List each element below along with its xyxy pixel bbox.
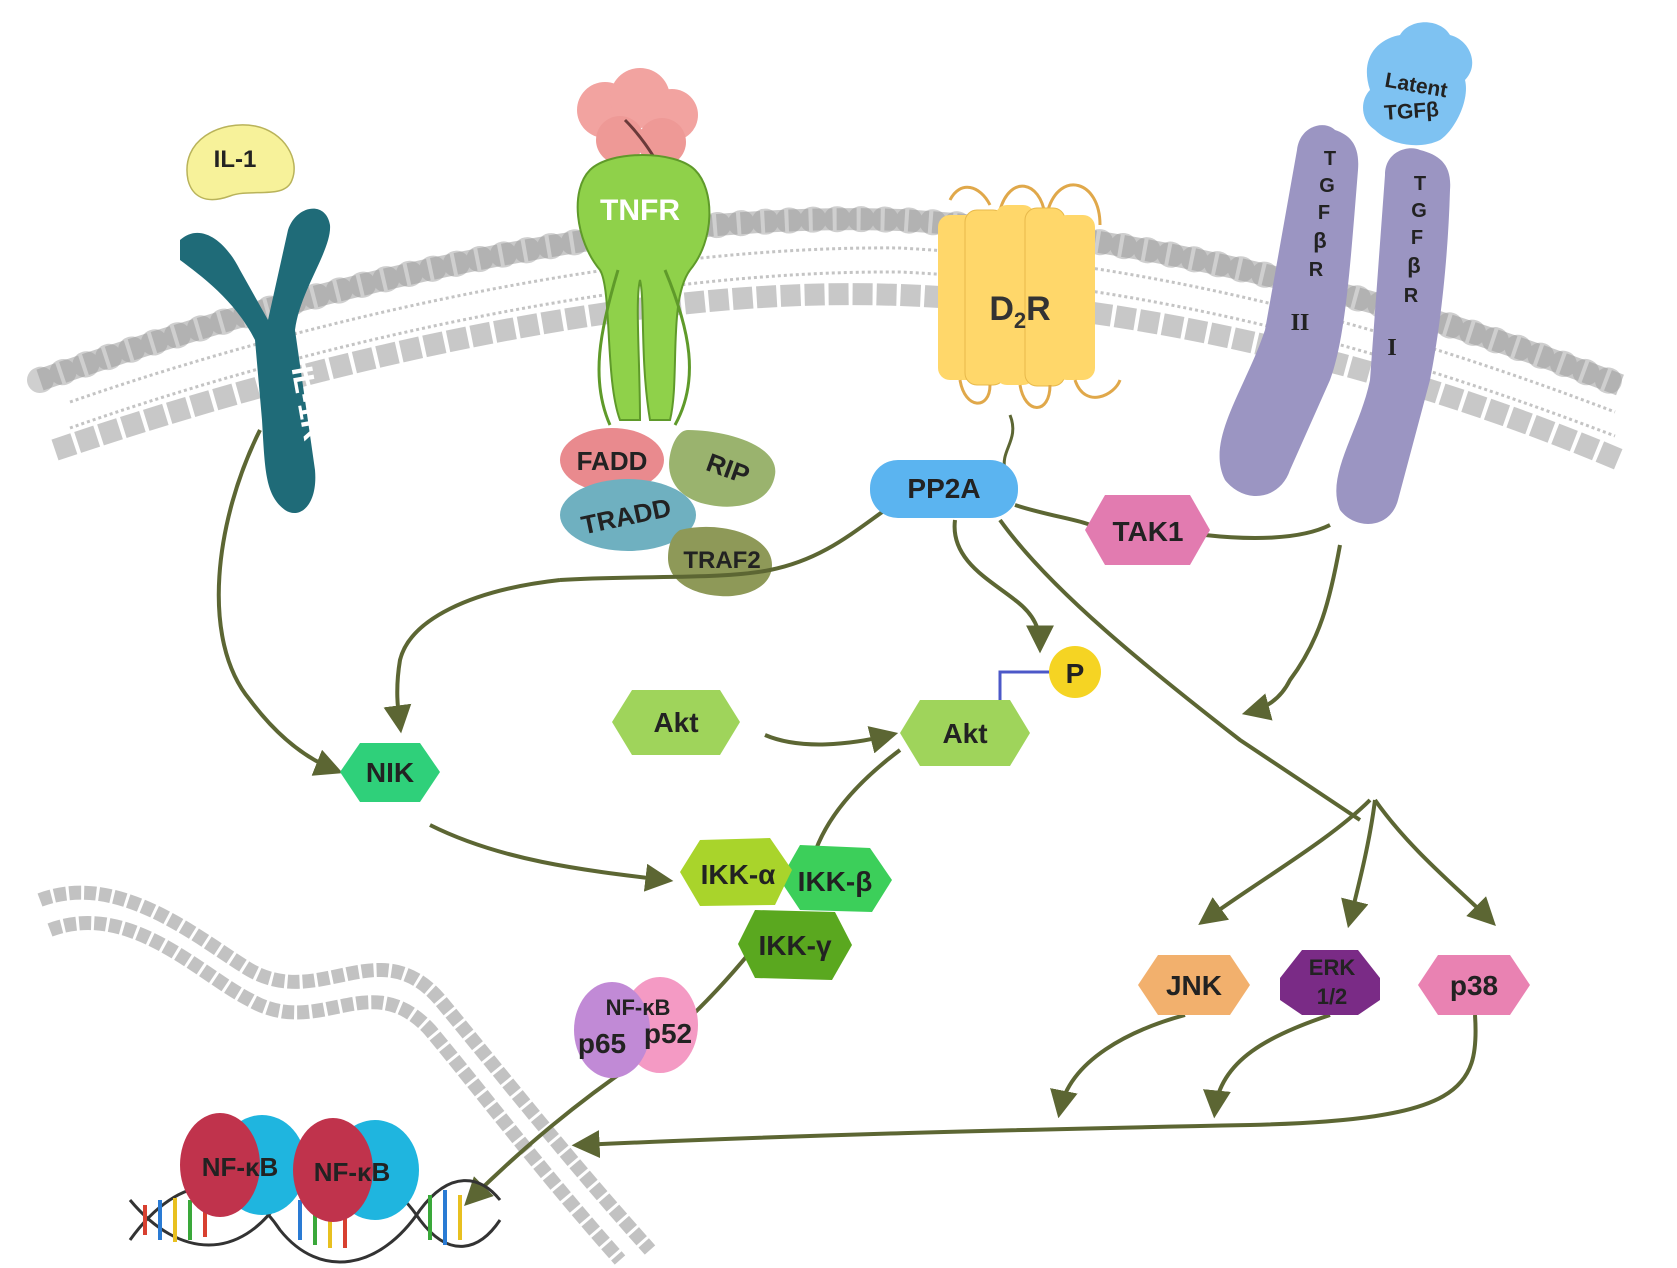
tnf-receptor: TNFR [576,154,711,426]
ikk-gamma-node: IKK-γ [738,910,852,980]
erk-label-1: ERK [1309,955,1356,980]
tgfbr2-numeral: II [1291,310,1310,336]
phosphate-label: P [1066,658,1085,689]
nfkb-cytoplasmic: NF-κB p65 p52 [574,977,698,1078]
arrow-p38-to-nucleus [571,1014,1478,1159]
tgfbr2-letter-g: G [1319,175,1335,197]
erk-label-2: 1/2 [1317,984,1348,1009]
arrow-jnk-down [1050,1013,1186,1119]
line-pp2a-to-traf2 [559,508,887,582]
tgfb-receptor-2: T G F β R II [1219,125,1359,497]
arrow-akt-to-aktp [764,726,899,754]
ikk-beta-node: IKK-β [780,845,892,912]
latent-label-2: TGFβ [1383,98,1439,125]
tgfbr1-letter-t: T [1414,173,1426,195]
erk-node: ERK 1/2 [1280,950,1380,1015]
adaptor-complex: FADD RIP TRADD TRAF2 [560,428,776,597]
tak1-node: TAK1 [1085,495,1210,565]
pp2a-label: PP2A [907,473,980,504]
tnf-ligand [577,68,698,176]
arrows [216,429,1496,1206]
akt-label: Akt [653,707,698,738]
phosphate-node: P [1049,646,1101,698]
arrow-il1r-to-nik [216,429,343,776]
tnfr-label: TNFR [600,194,680,227]
p52-label: p52 [644,1018,692,1049]
nik-label: NIK [366,757,414,788]
tgfbr2-letter-beta: β [1313,228,1326,253]
tgfbr1-letter-g: G [1411,200,1427,222]
tgfbr2-letter-f: F [1318,202,1330,224]
arrow-nik-to-ikk [429,823,674,892]
jnk-node: JNK [1138,955,1250,1015]
rip-node: RIP [669,430,776,507]
tak1-label: TAK1 [1112,516,1183,547]
ikk-alpha-label: IKK-α [701,859,776,890]
tradd-node: TRADD [560,479,696,551]
traf2-node: TRAF2 [668,526,772,597]
line-pp2a-to-tak1 [1014,503,1091,527]
pp2a-node: PP2A [870,460,1018,518]
ikk-alpha-node: IKK-α [680,838,792,906]
nuclear-nfkb-2-label: NF-κB [314,1157,391,1187]
arrow-erk-down [1203,1013,1331,1119]
nik-node: NIK [340,743,440,802]
akt-node: Akt [612,690,740,755]
akt-p-label: Akt [942,718,987,749]
arrow-branch-to-jnk [1198,798,1372,925]
ikk-beta-label: IKK-β [798,866,873,897]
nuclear-nfkb-1-label: NF-κB [202,1152,279,1182]
nuclear-nfkb-1: NF-κB [180,1113,306,1217]
p65-label: p65 [578,1028,626,1059]
tgfbr1-numeral: I [1387,335,1396,361]
d2-receptor: D2R [938,183,1122,471]
akt-phospho-node: Akt [900,700,1030,766]
p38-label: p38 [1450,970,1498,1001]
tgfbr1-letter-beta: β [1407,253,1420,278]
nfkb-complex-label: NF-κB [606,995,671,1020]
d2r-label: D2R [989,290,1050,333]
il1-ligand: IL-1 [186,124,295,201]
jnk-label: JNK [1166,970,1222,1001]
phospho-link [998,670,1055,700]
arrow-pp2a-to-akt-p [952,519,1054,654]
line-tak1-to-tgfbr1 [1204,523,1331,540]
arrow-traf2-to-nik [383,578,561,734]
line-pp2a-to-mapk-branch [998,518,1362,822]
il1-label: IL-1 [214,146,257,173]
p38-node: p38 [1418,955,1530,1015]
fadd-node: FADD [560,428,664,492]
arrow-branch-to-p38 [1373,798,1496,926]
tgfbr1-letter-r: R [1404,285,1419,307]
traf2-label: TRAF2 [683,547,760,574]
latent-tgfb: Latent TGFβ [1363,22,1473,146]
tgfb-receptor-1: T G F β R I [1336,148,1451,524]
tgfbr2-letter-r: R [1309,259,1324,281]
ikk-complex: IKK-β IKK-α IKK-γ [680,838,892,980]
tgfbr2-letter-t: T [1324,148,1336,170]
fadd-label: FADD [577,446,648,476]
arrow-tgfbr-to-mapk [1241,544,1342,721]
ikk-gamma-label: IKK-γ [758,930,832,961]
arrow-branch-to-erk [1341,799,1377,929]
nuclear-nfkb-2: NF-κB [293,1118,419,1222]
tgfbr1-letter-f: F [1411,227,1423,249]
nuclear-membrane [37,885,656,1265]
